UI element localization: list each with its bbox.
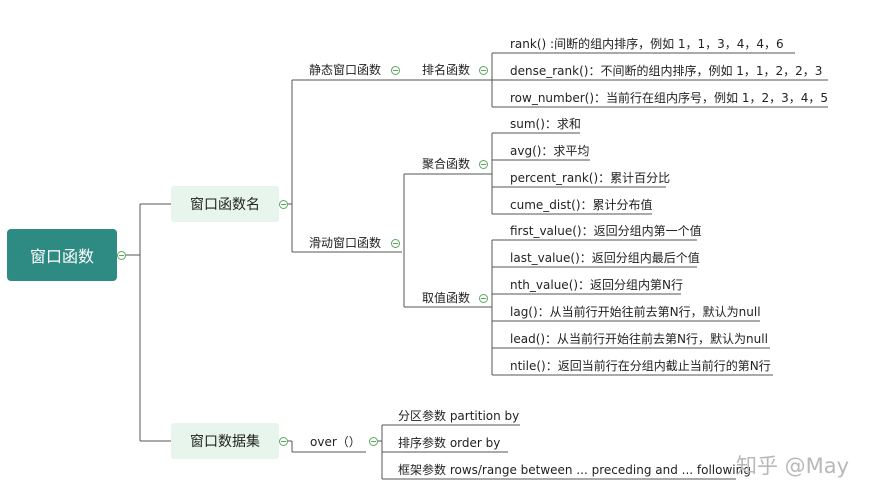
leaf-rank[interactable]: rank() :间断的组内排序，例如 1，1，3，4，4，6 [510,37,784,51]
leaf-percent-rank-text: percent_rank()：累计百分比 [510,171,671,185]
leaf-sum-text: sum()：求和 [510,117,581,131]
leaf-avg-text: avg()：求平均 [510,144,590,158]
collapse-toggle-dataset[interactable] [279,437,288,446]
collapse-toggle-ranking[interactable] [479,66,488,75]
leaf-partition-by-text: 分区参数 partition by [398,409,520,423]
root-label: 窗口函数 [29,247,94,266]
leaf-lag[interactable]: lag()：从当前行开始往前去第N行，默认为null [510,305,761,319]
leaf-rank-text: rank() :间断的组内排序，例如 1，1，3，4，4，6 [510,37,784,51]
leaf-nth-value-text: nth_value()：返回分组内第N行 [510,278,684,292]
leaf-first-value-text: first_value()：返回分组内第一个值 [510,224,702,238]
node-func-names-label: 窗口函数名 [190,197,260,213]
node-sliding-window-label: 滑动窗口函数 [309,236,382,250]
collapse-toggle-sliding[interactable] [391,239,400,248]
collapse-toggle-value[interactable] [479,294,488,303]
leaf-lead[interactable]: lead()：从当前行开始往前去第N行，默认为null [510,332,768,346]
node-ranking-label: 排名函数 [422,63,471,77]
leaf-first-value[interactable]: first_value()：返回分组内第一个值 [510,224,702,238]
leaf-partition-by[interactable]: 分区参数 partition by [398,409,519,423]
leaf-frame[interactable]: 框架参数 rows/range between ... preceding an… [398,463,751,477]
node-aggregate-label: 聚合函数 [422,157,471,171]
collapse-toggle-func-names[interactable] [279,200,288,209]
leaf-last-value-text: last_value()：返回分组内最后个值 [510,251,700,265]
leaf-sum[interactable]: sum()：求和 [510,117,581,131]
leaf-row-number-text: row_number()：当前行在组内序号，例如 1，2，3，4，5 [510,91,829,105]
collapse-toggle-root[interactable] [117,251,126,260]
leaf-last-value[interactable]: last_value()：返回分组内最后个值 [510,251,700,265]
leaf-percent-rank[interactable]: percent_rank()：累计百分比 [510,171,670,185]
node-dataset-label: 窗口数据集 [190,434,260,450]
leaf-order-by-text: 排序参数 order by [398,436,501,450]
node-sliding-window[interactable]: 滑动窗口函数 [309,236,381,250]
collapse-toggle-aggregate[interactable] [479,160,488,169]
collapse-toggle-over[interactable] [369,437,378,446]
leaf-dense-rank-text: dense_rank()：不间断的组内排序，例如 1，1，2，2，3 [510,64,823,78]
leaf-avg[interactable]: avg()：求平均 [510,144,589,158]
node-ranking[interactable]: 排名函数 [422,63,470,77]
leaf-cume-dist-text: cume_dist()：累计分布值 [510,198,653,212]
node-value[interactable]: 取值函数 [422,291,470,305]
leaf-lag-text: lag()：从当前行开始往前去第N行，默认为null [510,305,761,319]
collapse-toggle-static[interactable] [391,66,400,75]
node-static-window-label: 静态窗口函数 [309,63,382,77]
node-aggregate[interactable]: 聚合函数 [422,157,470,171]
node-func-names[interactable]: 窗口函数名 [171,186,279,222]
node-over[interactable]: over（） [310,435,361,449]
leaf-nth-value[interactable]: nth_value()：返回分组内第N行 [510,278,683,292]
node-over-label: over（） [310,435,361,449]
leaf-ntile[interactable]: ntile()：返回当前行在分组内截止当前行的第N行 [510,359,771,373]
leaf-ntile-text: ntile()：返回当前行在分组内截止当前行的第N行 [510,359,771,373]
leaf-lead-text: lead()：从当前行开始往前去第N行，默认为null [510,332,768,346]
leaf-dense-rank[interactable]: dense_rank()：不间断的组内排序，例如 1，1，2，2，3 [510,64,822,78]
node-value-label: 取值函数 [422,291,471,305]
root-node[interactable]: 窗口函数 [7,229,117,281]
leaf-row-number[interactable]: row_number()：当前行在组内序号，例如 1，2，3，4，5 [510,91,828,105]
leaf-cume-dist[interactable]: cume_dist()：累计分布值 [510,198,653,212]
leaf-order-by[interactable]: 排序参数 order by [398,436,500,450]
node-dataset[interactable]: 窗口数据集 [171,423,279,459]
node-static-window[interactable]: 静态窗口函数 [309,63,381,77]
leaf-frame-text: 框架参数 rows/range between ... preceding an… [398,463,751,477]
watermark: 知乎 @May [736,454,850,478]
